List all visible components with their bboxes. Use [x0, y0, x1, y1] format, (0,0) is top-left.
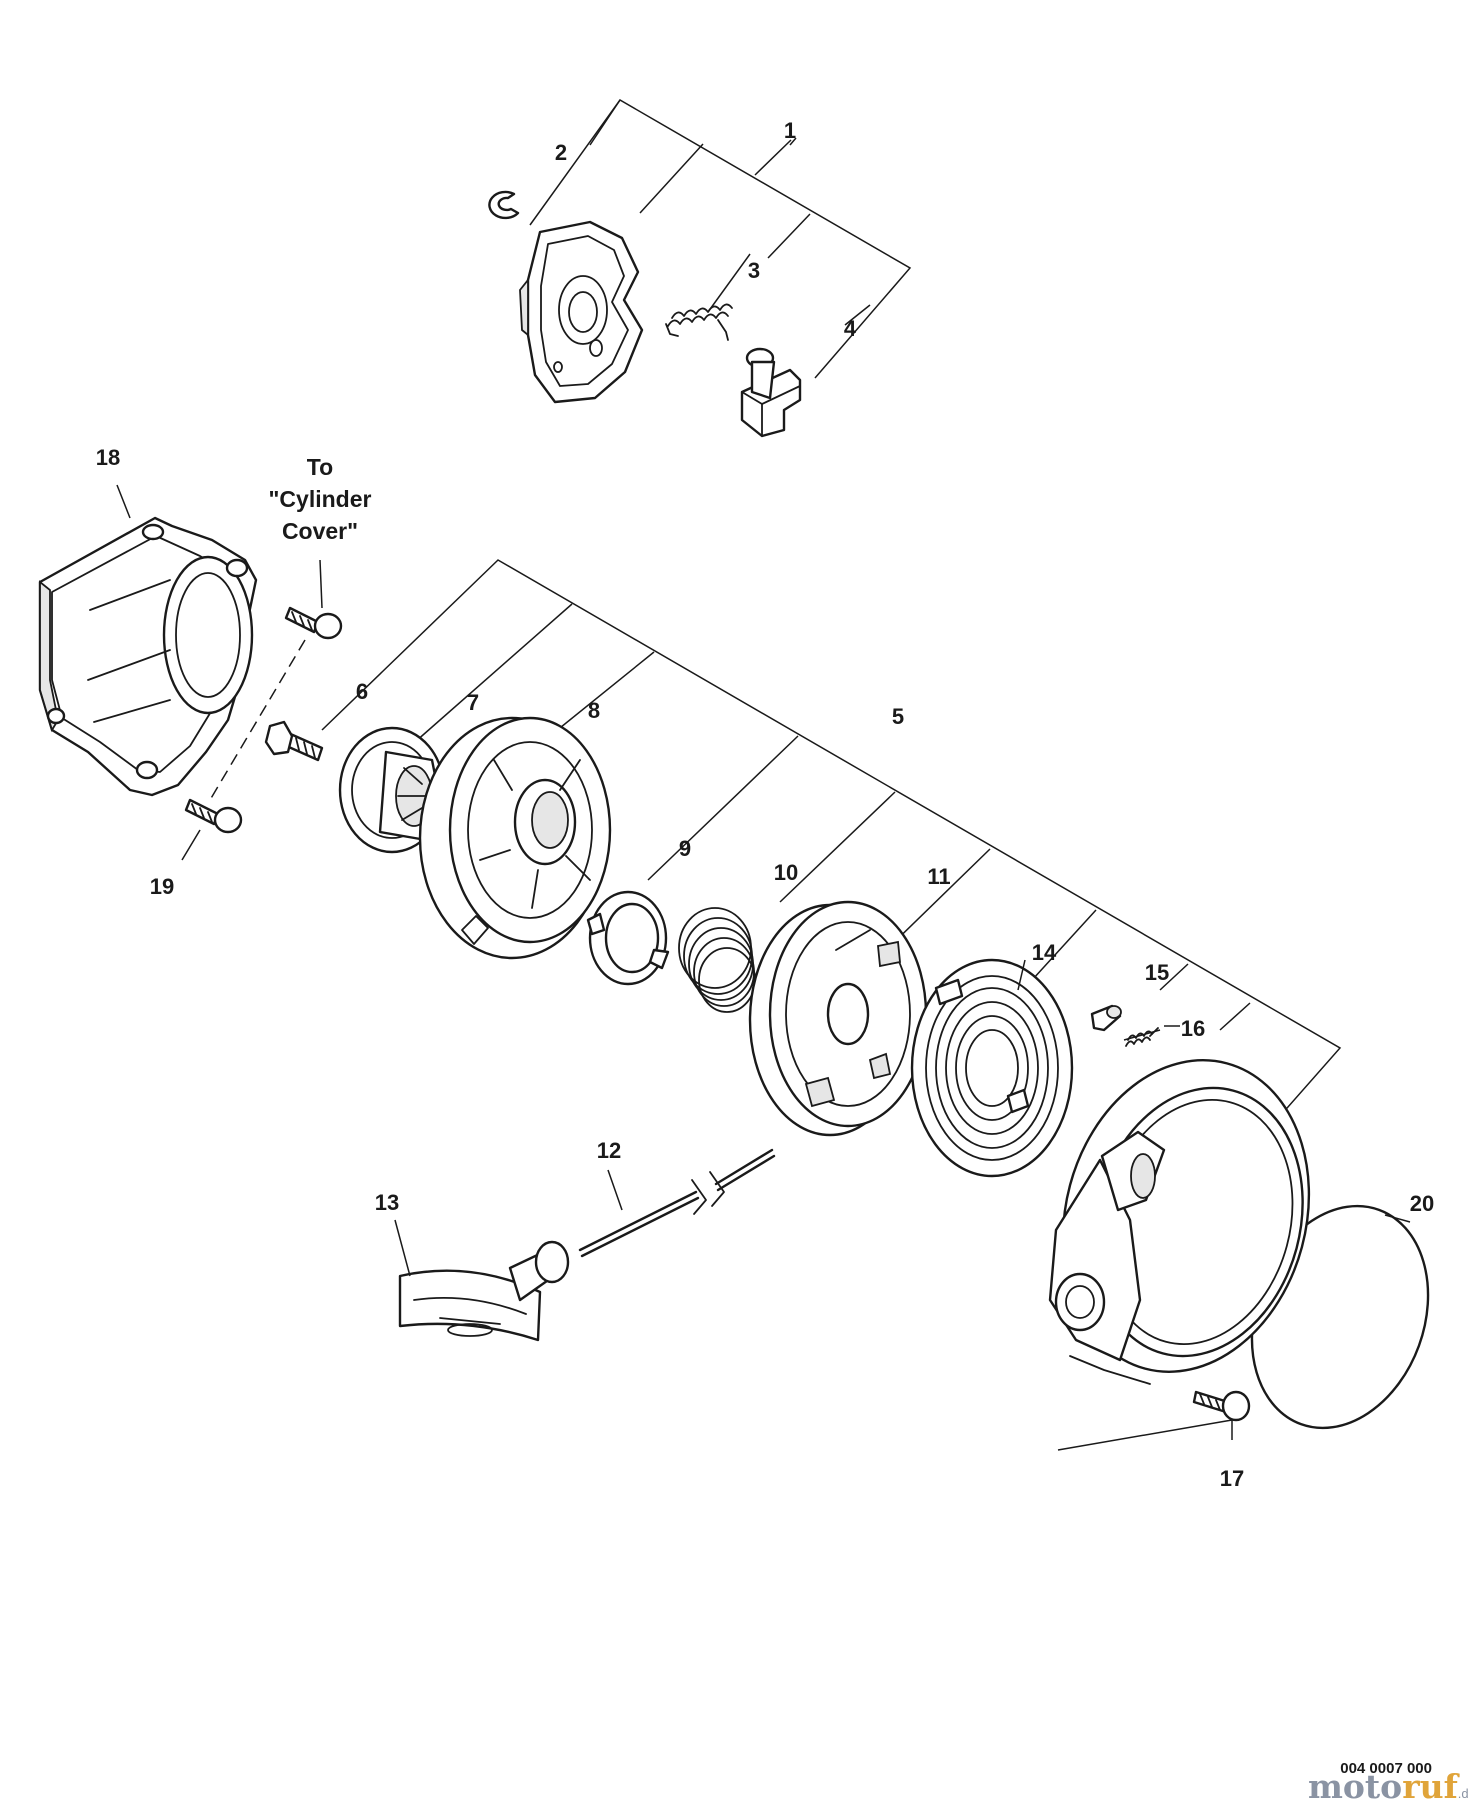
center-bolt-part — [264, 720, 324, 762]
callout-16: 16 — [1181, 1016, 1205, 1041]
spring-case-part — [586, 890, 670, 986]
bracket-group-1 — [529, 99, 912, 379]
starter-handle-part — [398, 1240, 570, 1342]
small-spring-part — [1125, 1027, 1159, 1047]
rope-reel-part — [748, 900, 928, 1137]
callout-9: 9 — [679, 836, 691, 861]
callout-4: 4 — [844, 316, 857, 341]
watermark-logo: motoruf.de — [1308, 1767, 1468, 1800]
reference-note-line-3: Cover" — [282, 518, 358, 544]
ratchet-plate-part — [519, 220, 644, 404]
callout-7: 7 — [467, 690, 479, 715]
callout-18: 18 — [96, 445, 120, 470]
pawl-spring-part — [665, 303, 733, 341]
starter-case-part — [1048, 1059, 1311, 1385]
callout-1: 1 — [784, 118, 796, 143]
callout-17: 17 — [1220, 1466, 1244, 1491]
reference-note-line-1: To — [307, 454, 333, 480]
callout-13: 13 — [375, 1190, 399, 1215]
watermark-text: motoruf.de — [1308, 1767, 1468, 1800]
callout-3: 3 — [748, 258, 760, 283]
callout-6: 6 — [356, 679, 368, 704]
callout-14: 14 — [1032, 940, 1057, 965]
e-clip-part — [488, 190, 520, 220]
callout-10: 10 — [774, 860, 798, 885]
pawl-part — [740, 347, 802, 438]
callout-leaders — [116, 137, 1411, 1451]
callout-2: 2 — [555, 140, 567, 165]
callout-20: 20 — [1410, 1191, 1434, 1216]
watermark-suffix: .de — [1458, 1786, 1468, 1800]
callout-19: 19 — [150, 874, 174, 899]
case-screw-part — [1192, 1390, 1251, 1422]
watermark-part-1: moto — [1308, 1767, 1402, 1800]
mainspring-part — [910, 958, 1074, 1178]
housing-screw-lower-part — [181, 798, 243, 861]
starter-housing-part — [38, 516, 258, 797]
coil-spring-part — [678, 907, 756, 1013]
callout-5: 5 — [892, 704, 904, 729]
callout-15: 15 — [1145, 960, 1169, 985]
starter-rope-part — [578, 1148, 776, 1258]
callout-8: 8 — [588, 698, 600, 723]
callout-12: 12 — [597, 1138, 621, 1163]
callout-11: 11 — [927, 864, 950, 889]
reel-part — [418, 716, 612, 960]
small-pawl-part — [1090, 1004, 1122, 1032]
reference-note-line-2: "Cylinder — [269, 486, 372, 512]
drawing-number: 004 0007 000 — [1340, 1760, 1432, 1777]
watermark-part-2: ruf — [1402, 1767, 1459, 1800]
screw-axis-dashed — [209, 639, 306, 801]
housing-screw-upper-part — [284, 559, 343, 640]
